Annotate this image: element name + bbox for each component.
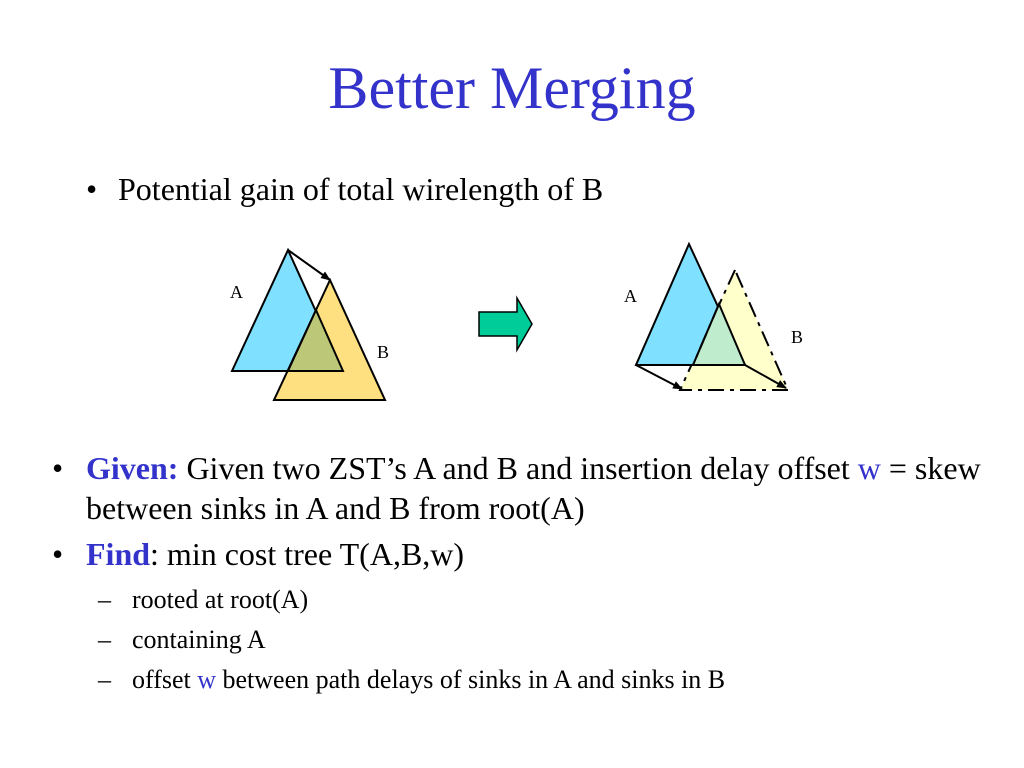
given-text-part-2: = skew between sinks in A and B from roo… (86, 450, 981, 526)
find-text-body: : min cost tree T(A,B,w) (150, 536, 465, 572)
after-merge-group: A B (624, 241, 803, 391)
given-text-part-1: Given two ZST’s A and B and insertion de… (178, 450, 858, 486)
find-keyword: Find (86, 536, 151, 572)
sub-item-variable-w: w (197, 665, 217, 694)
sub-item-text: rooted at root(A) (132, 585, 309, 614)
bullet-dot: • (86, 171, 98, 207)
find-text: Find: min cost tree T(A,B,w) (86, 534, 464, 574)
bullet-find: • Find: min cost tree T(A,B,w) (52, 534, 464, 574)
label-a-after: A (624, 286, 637, 306)
bullet-text: Potential gain of total wirelength of B (118, 171, 604, 207)
sub-item-containing: – containing A (98, 624, 266, 656)
sub-item-text: offset w between path delays of sinks in… (132, 664, 725, 696)
tree-a-triangle-after (634, 241, 747, 366)
sub-dash: – (98, 665, 111, 694)
bullet-dot: • (52, 536, 64, 572)
merge-edge-after-left (635, 364, 683, 390)
given-text: Given: Given two ZST’s A and B and inser… (86, 448, 986, 528)
tree-b-edge-left-dashed (692, 303, 720, 366)
merge-edge-after-right (744, 364, 787, 389)
sub-item-text: containing A (132, 625, 266, 654)
given-keyword: Given: (86, 450, 179, 486)
tree-b-triangle-before (272, 277, 387, 401)
bullet-potential-gain: • Potential gain of total wirelength of … (86, 168, 603, 210)
merge-edge-before (287, 249, 331, 281)
before-merge-group: A B (230, 247, 389, 401)
sub-item-offset: – offset w between path delays of sinks … (98, 664, 725, 696)
slide-title: Better Merging (328, 55, 696, 121)
bullet-given: • Given: Given two ZST’s A and B and ins… (52, 448, 986, 528)
overlap-region-after (691, 301, 747, 366)
bullet-dot: • (52, 450, 64, 486)
given-variable-w: w (857, 450, 881, 486)
tree-a-triangle-before (230, 247, 345, 372)
label-b-before: B (377, 342, 389, 362)
sub-item-rooted: – rooted at root(A) (98, 584, 308, 616)
overlap-region-before (286, 307, 345, 372)
right-arrow-icon (478, 295, 533, 353)
label-a-before: A (230, 282, 243, 302)
sub-item-offset-before: offset (132, 665, 198, 694)
tree-b-triangle-after (678, 267, 790, 391)
label-b-after: B (791, 327, 803, 347)
sub-dash: – (98, 585, 111, 614)
sub-item-offset-after: between path delays of sinks in A and si… (216, 665, 726, 694)
sub-dash: – (98, 625, 111, 654)
